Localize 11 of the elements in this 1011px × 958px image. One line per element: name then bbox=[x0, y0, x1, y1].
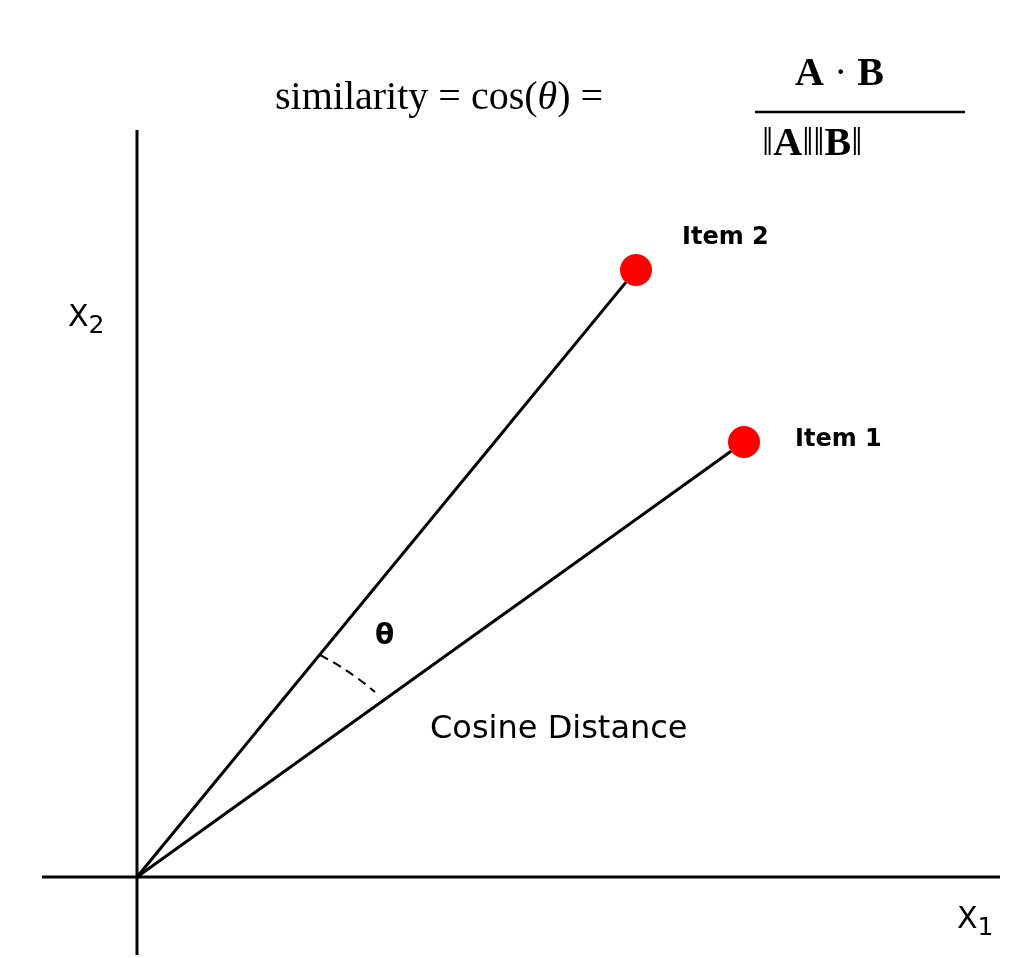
annotation-text: Cosine Distance bbox=[430, 708, 688, 746]
formula-text: similarity = cos(θ) = bbox=[275, 72, 604, 119]
data-point bbox=[620, 254, 652, 286]
formula-denominator: ‖A‖‖B‖ bbox=[762, 118, 863, 165]
angle-label: θ bbox=[375, 618, 395, 651]
axis-label: X$_{2}$ bbox=[68, 298, 105, 339]
point-label: Item 2 bbox=[682, 222, 769, 250]
axis-label: X$_{1}$ bbox=[957, 900, 994, 941]
point-label: Item 1 bbox=[795, 424, 882, 452]
formula-numerator: A · B bbox=[795, 48, 884, 95]
data-point bbox=[728, 426, 760, 458]
